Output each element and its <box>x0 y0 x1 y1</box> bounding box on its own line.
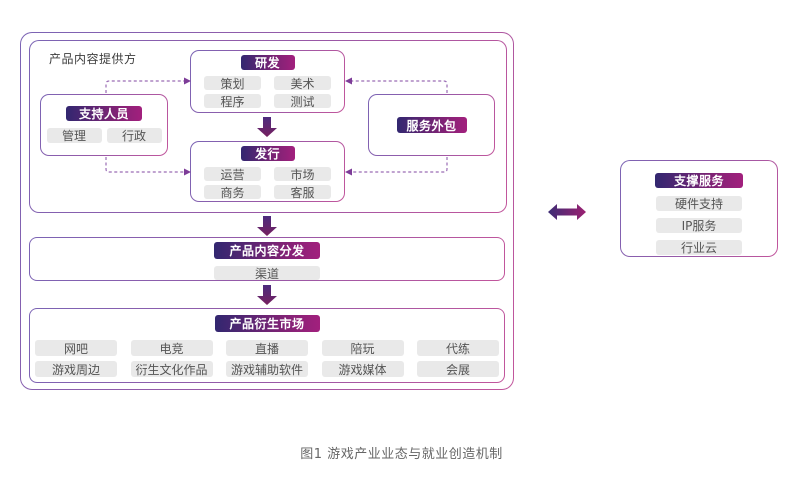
publishing-item: 商务 <box>204 185 261 200</box>
derivative-item: 陪玩 <box>321 340 404 356</box>
rnd-items: 策划 美术 程序 测试 <box>204 76 331 109</box>
support-item: 管理 <box>46 128 102 143</box>
derivative-item: 游戏周边 <box>35 361 117 377</box>
distribution-box: 产品内容分发 渠道 <box>29 237 505 281</box>
derivative-row-2: 游戏周边 衍生文化作品 游戏辅助软件 游戏媒体 会展 <box>35 361 499 377</box>
publishing-items: 运营 市场 商务 客服 <box>204 167 331 200</box>
supporting-services-box: 支撑服务 硬件支持 IP服务 行业云 <box>620 160 778 257</box>
supporting-item: 硬件支持 <box>656 196 742 211</box>
rnd-header: 研发 <box>240 55 295 70</box>
derivative-item: 游戏媒体 <box>321 361 404 377</box>
derivative-item: 代练 <box>417 340 499 356</box>
derivative-header: 产品衍生市场 <box>214 315 320 332</box>
rnd-item: 测试 <box>274 94 331 109</box>
outsourcing-header: 服务外包 <box>396 117 467 133</box>
double-arrow-icon <box>548 204 586 220</box>
derivative-item: 会展 <box>417 361 499 377</box>
figure-caption: 图1 游戏产业业态与就业创造机制 <box>300 447 503 462</box>
supporting-item: IP服务 <box>656 218 742 233</box>
derivative-item: 电竞 <box>130 340 213 356</box>
publishing-header: 发行 <box>240 146 295 161</box>
derivative-market-box: 产品衍生市场 网吧 电竞 直播 陪玩 代练 游戏周边 衍生文化作品 游戏辅助软件… <box>29 308 505 383</box>
publishing-item: 运营 <box>204 167 261 182</box>
provider-group-label: 产品内容提供方 <box>49 52 137 66</box>
support-staff-header: 支持人员 <box>66 106 142 121</box>
supporting-item: 行业云 <box>656 240 742 255</box>
derivative-item: 衍生文化作品 <box>130 361 213 377</box>
rnd-node: 研发 策划 美术 程序 测试 <box>190 50 345 113</box>
derivative-item: 游戏辅助软件 <box>226 361 308 377</box>
support-staff-items: 管理 行政 <box>46 128 162 143</box>
publishing-item: 市场 <box>274 167 331 182</box>
support-staff-node: 支持人员 管理 行政 <box>40 94 168 156</box>
derivative-item: 网吧 <box>35 340 117 356</box>
outsourcing-node: 服务外包 <box>368 94 495 156</box>
rnd-item: 美术 <box>274 76 331 91</box>
derivative-item: 直播 <box>226 340 308 356</box>
publishing-item: 客服 <box>274 185 331 200</box>
publishing-node: 发行 运营 市场 商务 客服 <box>190 141 345 202</box>
distribution-header: 产品内容分发 <box>214 242 320 259</box>
distribution-item: 渠道 <box>214 266 320 281</box>
rnd-item: 策划 <box>204 76 261 91</box>
supporting-services-header: 支撑服务 <box>655 173 743 188</box>
rnd-item: 程序 <box>204 94 261 109</box>
derivative-row-1: 网吧 电竞 直播 陪玩 代练 <box>35 340 499 356</box>
support-item: 行政 <box>106 128 162 143</box>
